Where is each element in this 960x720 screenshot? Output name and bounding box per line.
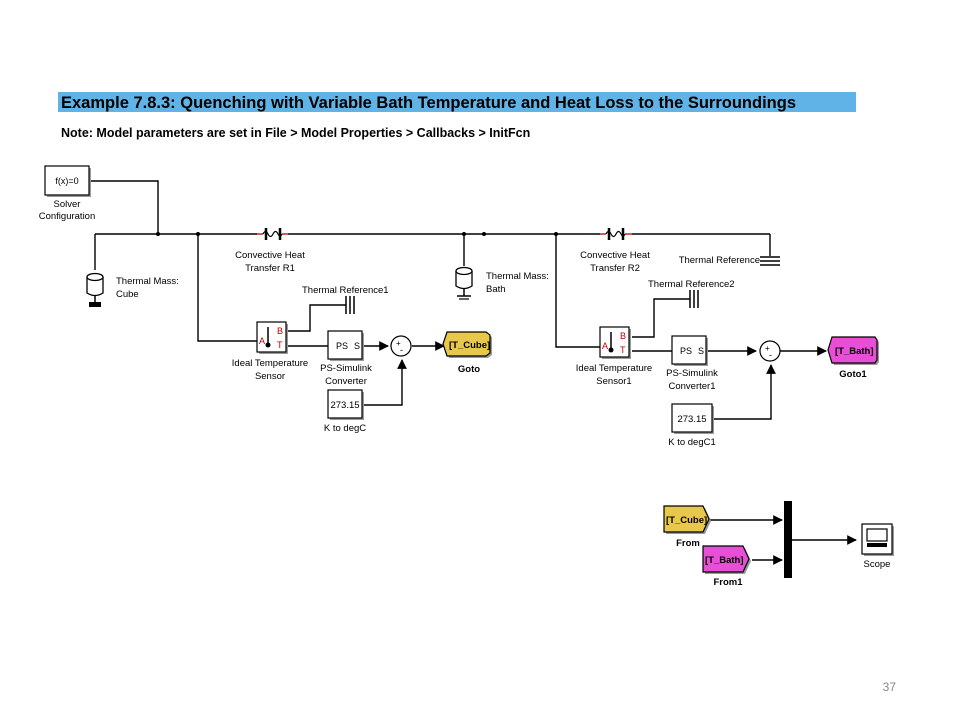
solver-configuration-block[interactable]: f(x)=0 Solver Configuration	[39, 165, 96, 222]
mux-block[interactable]	[784, 501, 792, 578]
svg-text:Transfer R1: Transfer R1	[245, 263, 295, 274]
svg-text:+: +	[765, 344, 770, 353]
ps-simulink-converter-block[interactable]: PS S PS-Simulink Converter	[320, 330, 372, 387]
scope-label: Scope	[864, 559, 891, 570]
svg-text:[T_Cube]: [T_Cube]	[666, 515, 707, 526]
sensor-label: Ideal Temperature	[232, 358, 308, 369]
thermal-reference-label: Thermal Reference	[679, 255, 760, 266]
svg-text:Transfer R2: Transfer R2	[590, 263, 640, 274]
convective-heat-transfer-r1-block[interactable]: Convective Heat Transfer R1	[235, 228, 305, 274]
svg-text:T: T	[620, 345, 626, 355]
from-label: From	[676, 538, 700, 549]
goto-t-cube-block[interactable]: [T_Cube] Goto	[442, 331, 492, 375]
page-title: Example 7.8.3: Quenching with Variable B…	[61, 94, 796, 112]
convective-r1-label: Convective Heat	[235, 250, 305, 261]
svg-text:A: A	[602, 341, 608, 351]
ideal-temperature-sensor-block[interactable]: A B T Ideal Temperature Sensor	[232, 321, 308, 382]
svg-text:B: B	[277, 326, 283, 336]
model-note: Note: Model parameters are set in File >…	[61, 126, 530, 140]
svg-text:f(x)=0: f(x)=0	[55, 176, 78, 186]
constant-k-to-degc1-block[interactable]: 273.15 K to degC1	[668, 403, 716, 448]
thermal-mass-bath-label: Thermal Mass:	[486, 271, 549, 282]
convective-heat-transfer-r2-block[interactable]: Convective Heat Transfer R2	[580, 228, 650, 274]
thermal-reference2-label: Thermal Reference2	[648, 279, 735, 290]
convective-r2-label: Convective Heat	[580, 250, 650, 261]
svg-text:Sensor: Sensor	[255, 371, 285, 382]
thermal-mass-bath-block[interactable]: Thermal Mass: Bath	[455, 266, 549, 300]
solver-label: Solver	[54, 199, 81, 210]
page-number: 37	[883, 680, 897, 694]
constant-k1-label: K to degC1	[668, 437, 716, 448]
svg-text:S: S	[354, 341, 360, 351]
svg-text:-: -	[769, 350, 772, 360]
svg-text:273.15: 273.15	[677, 414, 706, 425]
sum-block[interactable]: + -	[390, 335, 412, 357]
thermal-reference1-block[interactable]: Thermal Reference1	[302, 285, 389, 314]
scope-block[interactable]: Scope	[861, 523, 894, 570]
svg-text:A: A	[259, 336, 265, 346]
svg-text:Bath: Bath	[486, 284, 506, 295]
thermal-reference-block[interactable]: Thermal Reference	[679, 255, 780, 266]
svg-text:Converter1: Converter1	[669, 381, 716, 392]
svg-text:Configuration: Configuration	[39, 211, 96, 222]
constant-k-to-degc-block[interactable]: 273.15 K to degC	[324, 389, 366, 434]
svg-text:[T_Bath]: [T_Bath]	[705, 555, 744, 566]
svg-text:-: -	[400, 345, 403, 355]
svg-text:Sensor1: Sensor1	[596, 376, 631, 387]
title-highlight	[58, 92, 856, 112]
constant-k-label: K to degC	[324, 423, 366, 434]
ps-converter-label: PS-Simulink	[320, 363, 372, 374]
goto1-t-bath-block[interactable]: [T_Bath] Goto1	[827, 336, 879, 380]
physical-connections	[90, 180, 771, 352]
svg-text:273.15: 273.15	[330, 400, 359, 411]
thermal-mass-cube-label: Thermal Mass:	[116, 276, 179, 287]
goto-label: Goto	[458, 364, 480, 375]
thermal-reference1-label: Thermal Reference1	[302, 285, 389, 296]
ps-simulink-converter1-block[interactable]: PS S PS-Simulink Converter1	[666, 335, 718, 392]
from1-t-bath-block[interactable]: [T_Bath] From1	[702, 545, 751, 588]
ideal-temperature-sensor1-block[interactable]: A B T Ideal Temperature Sensor1	[576, 326, 652, 387]
goto1-label: Goto1	[839, 369, 867, 380]
svg-text:+: +	[396, 339, 401, 348]
ps-converter1-label: PS-Simulink	[666, 368, 718, 379]
svg-text:PS: PS	[336, 341, 348, 351]
svg-text:Cube: Cube	[116, 289, 139, 300]
svg-text:Converter: Converter	[325, 376, 367, 387]
sensor1-label: Ideal Temperature	[576, 363, 652, 374]
svg-text:PS: PS	[680, 346, 692, 356]
from-t-cube-block[interactable]: [T_Cube] From	[663, 505, 711, 549]
sum1-block[interactable]: + -	[759, 340, 781, 362]
svg-text:T: T	[277, 340, 283, 350]
svg-text:S: S	[698, 346, 704, 356]
svg-text:[T_Cube]: [T_Cube]	[449, 340, 490, 351]
svg-text:[T_Bath]: [T_Bath]	[835, 346, 874, 357]
thermal-reference2-block[interactable]: Thermal Reference2	[648, 279, 735, 308]
signal-connections	[364, 341, 857, 565]
from1-label: From1	[713, 577, 743, 588]
svg-text:B: B	[620, 331, 626, 341]
thermal-mass-cube-block[interactable]: Thermal Mass: Cube	[86, 272, 179, 308]
